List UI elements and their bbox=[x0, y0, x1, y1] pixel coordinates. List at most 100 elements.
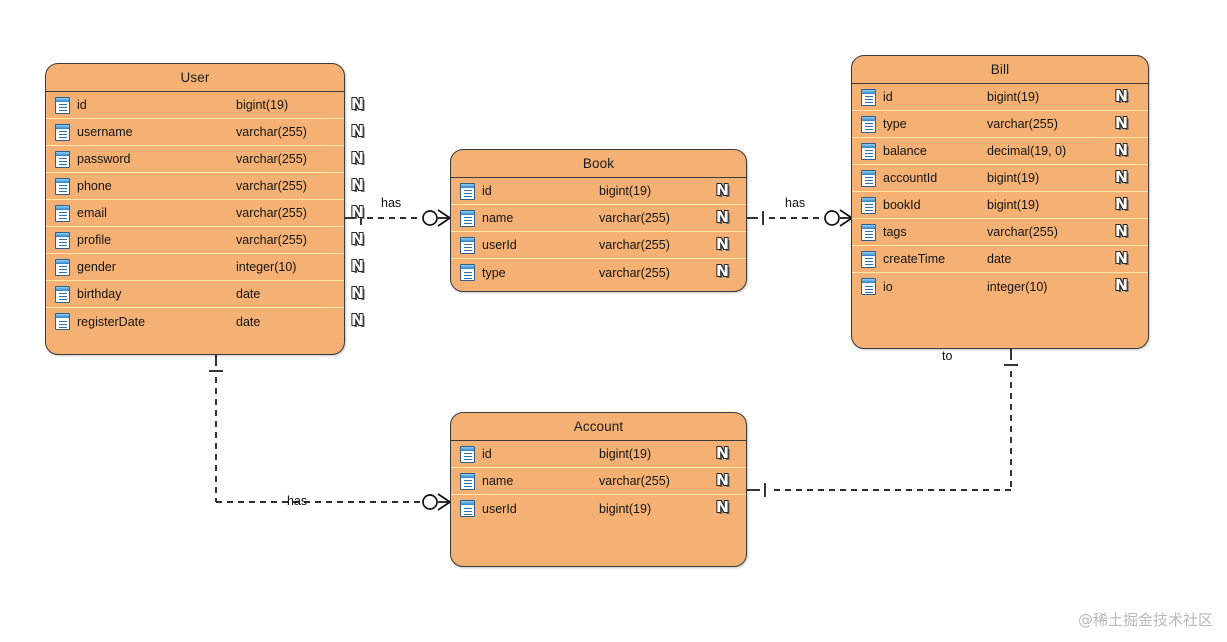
table-row[interactable]: type varchar(255) N bbox=[451, 259, 746, 286]
entity-columns-account: id bigint(19) N name varchar(255) N user… bbox=[451, 441, 746, 522]
column-icon bbox=[861, 278, 876, 295]
nullable-flag: N bbox=[716, 471, 729, 489]
column-name: balance bbox=[883, 144, 927, 158]
column-name: name bbox=[482, 211, 514, 225]
column-type: date bbox=[987, 252, 1012, 266]
entity-columns-user: id bigint(19) N username varchar(255) N … bbox=[46, 92, 364, 335]
nullable-flag: N bbox=[1115, 141, 1128, 159]
column-type: bigint(19) bbox=[987, 198, 1040, 212]
nullable-flag: N bbox=[1115, 114, 1128, 132]
connector-user-account bbox=[209, 355, 451, 511]
column-type: bigint(19) bbox=[599, 447, 652, 461]
column-name: userId bbox=[482, 501, 517, 516]
table-row[interactable]: accountId bigint(19) N bbox=[852, 165, 1148, 192]
table-row[interactable]: bookId bigint(19) N bbox=[852, 192, 1148, 219]
nullable-flag: N bbox=[351, 176, 364, 194]
nullable-flag: N bbox=[716, 208, 729, 226]
column-name: username bbox=[77, 125, 133, 139]
table-row[interactable]: birthday date N bbox=[46, 281, 364, 308]
table-row[interactable]: registerDate date N bbox=[46, 308, 364, 335]
column-name: phone bbox=[77, 179, 112, 193]
entity-user[interactable]: User id bigint(19) N username varchar(25… bbox=[45, 63, 364, 355]
table-row[interactable]: id bigint(19) N bbox=[852, 84, 1148, 111]
column-icon bbox=[861, 169, 876, 187]
entity-title-book: Book bbox=[451, 150, 746, 178]
watermark: @稀土掘金技术社区 bbox=[1077, 611, 1213, 629]
column-type: integer(10) bbox=[987, 279, 1048, 294]
entity-title-bill: Bill bbox=[852, 56, 1148, 84]
nullable-flag: N bbox=[351, 149, 364, 167]
column-name: type bbox=[482, 265, 506, 280]
column-type: varchar(255) bbox=[599, 238, 670, 252]
nullable-flag: N bbox=[351, 203, 364, 221]
column-name: id bbox=[883, 90, 893, 104]
entity-title-account: Account bbox=[451, 413, 746, 441]
connector-book-bill bbox=[747, 209, 853, 227]
nullable-flag: N bbox=[1115, 168, 1128, 186]
column-type: integer(10) bbox=[236, 260, 297, 274]
table-row[interactable]: password varchar(255) N bbox=[46, 146, 364, 173]
column-icon bbox=[55, 313, 70, 330]
column-type: bigint(19) bbox=[236, 98, 289, 112]
connector-bill-account bbox=[747, 349, 1018, 497]
column-icon bbox=[861, 115, 876, 133]
entity-account[interactable]: Account id bigint(19) N name varchar(255… bbox=[450, 412, 747, 567]
table-row[interactable]: gender integer(10) N bbox=[46, 254, 364, 281]
table-row[interactable]: createTime date N bbox=[852, 246, 1148, 273]
column-icon bbox=[55, 204, 70, 222]
column-type: varchar(255) bbox=[236, 152, 307, 166]
column-type: varchar(255) bbox=[987, 225, 1058, 239]
nullable-flag: N bbox=[351, 311, 364, 329]
nullable-flag: N bbox=[716, 181, 729, 199]
column-type: date bbox=[236, 287, 261, 301]
column-type: decimal(19, 0) bbox=[987, 144, 1067, 158]
table-row[interactable]: username varchar(255) N bbox=[46, 119, 364, 146]
entity-columns-bill: id bigint(19) N type varchar(255) N bala… bbox=[852, 84, 1148, 300]
table-row[interactable]: name varchar(255) N bbox=[451, 205, 746, 232]
column-icon bbox=[861, 88, 876, 106]
column-name: name bbox=[482, 474, 514, 488]
nullable-flag: N bbox=[351, 230, 364, 248]
table-row[interactable]: id bigint(19) N bbox=[46, 92, 364, 119]
table-row[interactable]: phone varchar(255) N bbox=[46, 173, 364, 200]
table-row[interactable]: balance decimal(19, 0) N bbox=[852, 138, 1148, 165]
table-row[interactable]: userId bigint(19) N bbox=[451, 495, 746, 522]
table-row[interactable]: id bigint(19) N bbox=[451, 178, 746, 205]
table-row[interactable]: tags varchar(255) N bbox=[852, 219, 1148, 246]
nullable-flag: N bbox=[351, 95, 364, 113]
column-icon bbox=[460, 445, 475, 463]
nullable-flag: N bbox=[351, 284, 364, 302]
table-row[interactable]: id bigint(19) N bbox=[451, 441, 746, 468]
table-row[interactable]: profile varchar(255) N bbox=[46, 227, 364, 254]
nullable-flag: N bbox=[1115, 249, 1128, 267]
column-icon bbox=[861, 250, 876, 268]
nullable-flag: N bbox=[716, 444, 729, 462]
nullable-flag: N bbox=[1115, 87, 1128, 105]
column-icon bbox=[55, 96, 70, 114]
column-name: io bbox=[883, 279, 893, 294]
table-row[interactable]: io integer(10) N bbox=[852, 273, 1148, 300]
column-icon bbox=[861, 196, 876, 214]
table-row[interactable]: name varchar(255) N bbox=[451, 468, 746, 495]
column-name: type bbox=[883, 117, 907, 131]
column-icon bbox=[861, 142, 876, 160]
relationship-label-bill-account: to bbox=[942, 349, 953, 363]
column-name: bookId bbox=[883, 198, 921, 212]
column-icon bbox=[460, 264, 475, 281]
table-row[interactable]: email varchar(255) N bbox=[46, 200, 364, 227]
column-type: bigint(19) bbox=[599, 501, 652, 516]
entity-book[interactable]: Book id bigint(19) N name varchar(255) N… bbox=[450, 149, 747, 292]
column-icon bbox=[55, 150, 70, 168]
column-icon bbox=[460, 209, 475, 227]
column-type: varchar(255) bbox=[599, 265, 670, 280]
table-row[interactable]: userId varchar(255) N bbox=[451, 232, 746, 259]
column-type: varchar(255) bbox=[599, 474, 670, 488]
column-type: varchar(255) bbox=[236, 179, 307, 193]
column-name: gender bbox=[77, 260, 116, 274]
column-type: varchar(255) bbox=[236, 125, 307, 139]
nullable-flag: N bbox=[351, 122, 364, 140]
column-icon bbox=[55, 231, 70, 249]
table-row[interactable]: type varchar(255) N bbox=[852, 111, 1148, 138]
column-type: date bbox=[236, 314, 261, 329]
entity-bill[interactable]: Bill id bigint(19) N type varchar(255) N… bbox=[851, 55, 1149, 349]
